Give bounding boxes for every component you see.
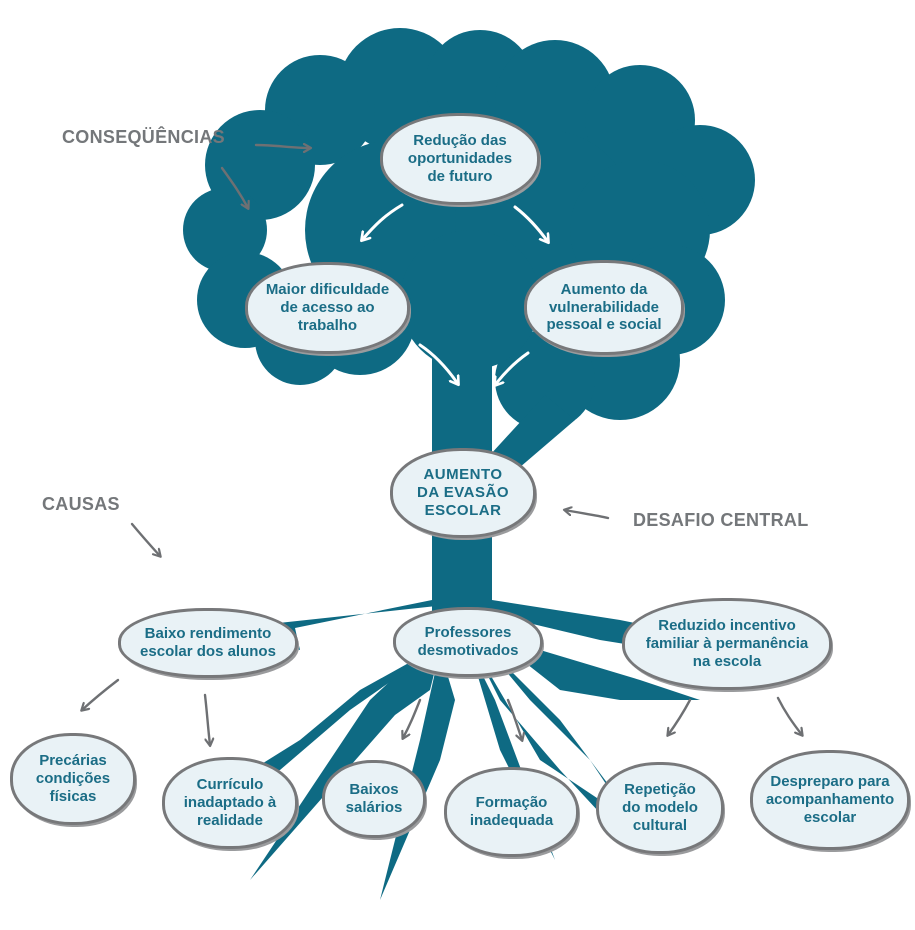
cause-family-bubble: Reduzido incentivo familiar à permanênci… — [622, 598, 832, 690]
flow-arrows-gray — [82, 678, 802, 745]
cause-teachers-bubble: Professores desmotivados — [393, 607, 543, 677]
cause-low-performance-bubble: Baixo rendimento escolar dos alunos — [118, 608, 298, 678]
subcause-repetition-bubble: Repetição do modelo cultural — [596, 762, 724, 854]
causes-label: CAUSAS — [42, 494, 120, 514]
subcause-curriculum-bubble: Currículo inadaptado à realidade — [162, 757, 298, 849]
consequence-right-bubble: Aumento da vulnerabilidade pessoal e soc… — [524, 260, 684, 355]
central-challenge-bubble: AUMENTO DA EVASÃO ESCOLAR — [390, 448, 536, 538]
consequences-label: CONSEQÜÊNCIAS — [62, 127, 225, 147]
consequence-top-bubble: Redução das oportunidades de futuro — [380, 113, 540, 205]
label-arrows — [130, 145, 610, 556]
consequence-left-bubble: Maior dificuldade de acesso ao trabalho — [245, 262, 410, 354]
subcause-physical-bubble: Precárias condições físicas — [10, 733, 136, 825]
tree-roots — [150, 600, 720, 900]
flow-arrows-white — [362, 203, 548, 385]
subcause-salaries-bubble: Baixos salários — [322, 760, 426, 838]
subcause-unprepared-bubble: Despreparo para acompanhamento escolar — [750, 750, 910, 850]
central-challenge-label: DESAFIO CENTRAL — [633, 510, 809, 530]
subcause-training-bubble: Formação inadequada — [444, 767, 579, 857]
